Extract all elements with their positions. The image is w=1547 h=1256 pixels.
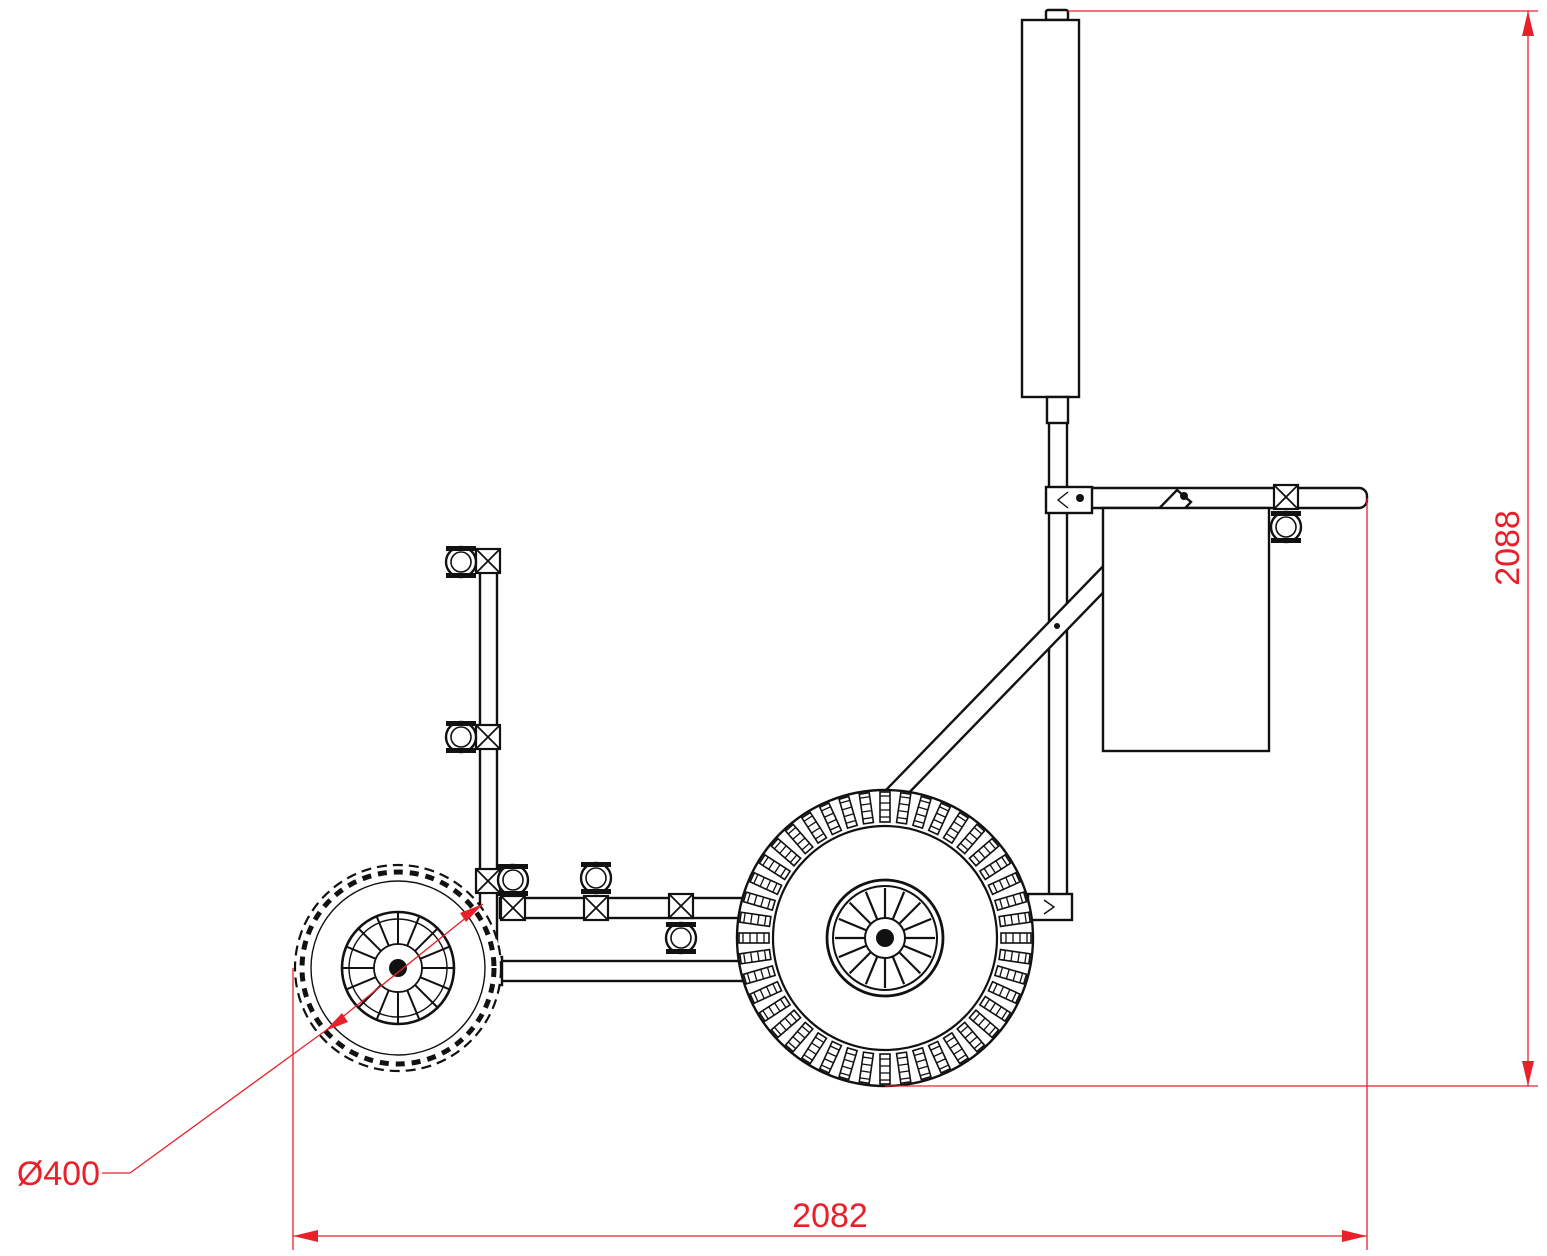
rear-spoke <box>898 951 922 975</box>
tread-block <box>956 823 986 855</box>
front-spoke <box>376 916 390 947</box>
length-arrow-left <box>293 1230 318 1242</box>
tread-block <box>978 853 1012 881</box>
tread-block <box>742 964 777 985</box>
tread-block <box>818 1040 843 1074</box>
tread-block <box>738 911 772 928</box>
tread-block <box>987 871 1021 896</box>
front-spoke <box>346 976 377 990</box>
tread-block <box>838 795 859 830</box>
front-spoke <box>419 976 450 990</box>
tread-block <box>895 791 912 825</box>
rear-spoke <box>898 901 922 925</box>
rear-spoke <box>848 951 872 975</box>
tread-block <box>738 948 772 965</box>
tread-block <box>800 811 828 845</box>
front-spoke <box>376 989 390 1020</box>
front-post <box>478 568 499 967</box>
front-spoke <box>406 916 420 947</box>
height-arrow-bottom <box>1522 1061 1534 1086</box>
height-arrow-top <box>1522 11 1534 36</box>
tread-block <box>800 1031 828 1065</box>
tread-block <box>879 1053 891 1085</box>
hanging-box <box>1101 506 1271 753</box>
tread-block <box>784 823 814 855</box>
diameter-arrow-a <box>325 1013 348 1031</box>
height-dimension-label: 2088 <box>1489 510 1527 586</box>
rear-spoke <box>891 956 906 985</box>
length-dimension-label: 2082 <box>792 1197 868 1235</box>
tread-block <box>993 891 1028 912</box>
dimension-labels: 2088 2082 Ø400 <box>17 510 1527 1235</box>
length-arrow-right <box>1342 1230 1367 1242</box>
tread-block <box>858 791 875 825</box>
tread-block <box>742 891 777 912</box>
tread-block <box>927 802 952 836</box>
tread-block <box>911 1046 932 1081</box>
front-spoke <box>346 946 377 960</box>
front-spoke <box>406 989 420 1020</box>
tread-block <box>858 1051 875 1085</box>
tread-block <box>968 1009 1000 1039</box>
upper-rail <box>498 896 757 920</box>
rear-spoke <box>848 901 872 925</box>
rear-wheel <box>735 788 1035 1088</box>
tread-block <box>978 995 1012 1023</box>
mast-bottom-joint <box>1026 892 1074 922</box>
front-wheel <box>293 863 503 1073</box>
front-spoke <box>419 946 450 960</box>
tread-block <box>942 811 970 845</box>
tread-block <box>738 932 770 944</box>
tread-block <box>784 1021 814 1053</box>
rear-spoke <box>838 944 867 959</box>
top-arm-joint <box>1044 485 1094 515</box>
tread-block <box>879 791 891 823</box>
tread-block <box>942 1031 970 1065</box>
tread-block <box>895 1051 912 1085</box>
tread-block <box>987 980 1021 1005</box>
tread-block <box>818 802 843 836</box>
diameter-dimension-label: Ø400 <box>17 1155 100 1193</box>
tread-block <box>927 1040 952 1074</box>
rear-spoke <box>891 891 906 920</box>
tread-block <box>911 795 932 830</box>
rear-spoke <box>903 944 932 959</box>
diameter-leader <box>129 1030 326 1174</box>
dimension-layer <box>102 10 1538 1250</box>
tread-block <box>749 980 783 1005</box>
rear-spoke <box>864 956 879 985</box>
front-spoke <box>358 928 382 952</box>
rear-spoke <box>864 891 879 920</box>
tread-block <box>770 1009 802 1039</box>
rear-spoke <box>838 917 867 932</box>
front-spoke <box>414 928 438 952</box>
tread-block <box>838 1046 859 1081</box>
tread-block <box>749 871 783 896</box>
front-spoke <box>414 984 438 1008</box>
diameter-line <box>324 903 484 1032</box>
top-arm <box>1060 486 1369 510</box>
diameter-arrow-b <box>460 904 483 922</box>
tread-block <box>998 948 1032 965</box>
tread-block <box>770 837 802 867</box>
tread-block <box>968 837 1000 867</box>
tread-block <box>758 853 792 881</box>
top-cylinder <box>1020 8 1081 425</box>
tread-block <box>758 995 792 1023</box>
tread-block <box>1000 932 1032 944</box>
tread-block <box>956 1021 986 1053</box>
rear-spoke <box>903 917 932 932</box>
cart-frame <box>378 8 1369 987</box>
tread-block <box>998 911 1032 928</box>
tread-block <box>993 964 1028 985</box>
